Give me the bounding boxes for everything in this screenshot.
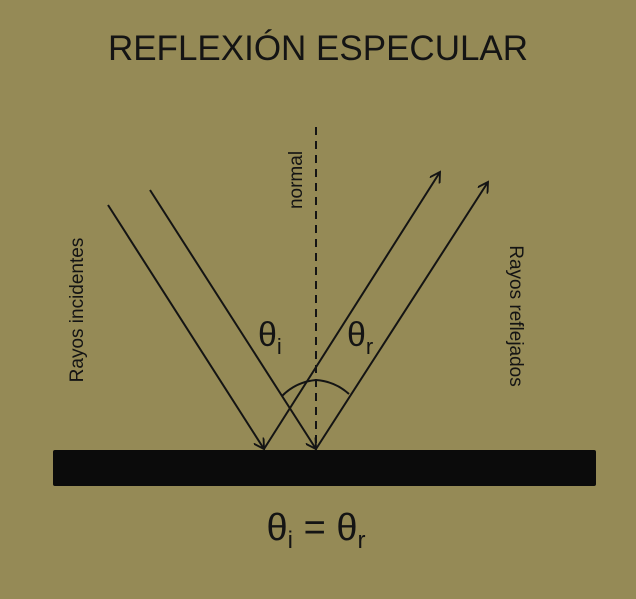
diagram-title: REFLEXIÓN ESPECULAR bbox=[108, 29, 528, 68]
reflected-ray-1 bbox=[263, 172, 440, 450]
incident-ray-1 bbox=[107, 204, 264, 449]
incident-theta: θ bbox=[258, 316, 277, 354]
equation-lhs-subscript: i bbox=[288, 527, 293, 554]
reflected-rays-label: Rayos reflejados bbox=[505, 245, 526, 387]
reflecting-surface bbox=[53, 450, 596, 486]
reflected-angle-arc bbox=[315, 379, 350, 395]
normal-label: normal bbox=[286, 151, 307, 209]
reflected-theta: θ bbox=[347, 316, 366, 354]
reflected-subscript: r bbox=[366, 334, 373, 359]
incident-angle-arc bbox=[281, 379, 317, 397]
incident-rays-label: Rayos incidentes bbox=[67, 238, 88, 383]
incident-angle-label: θi bbox=[258, 316, 282, 359]
equation-lhs-theta: θ bbox=[267, 507, 288, 549]
equation-rhs-theta: θ bbox=[336, 507, 357, 549]
incident-ray-2 bbox=[149, 189, 316, 449]
reflected-ray-2 bbox=[315, 182, 488, 450]
incident-subscript: i bbox=[277, 334, 282, 359]
equation-equals: = bbox=[293, 507, 336, 549]
reflected-angle-label: θr bbox=[347, 316, 373, 359]
equation-rhs-subscript: r bbox=[357, 527, 365, 554]
equation: θi = θr bbox=[267, 507, 366, 554]
